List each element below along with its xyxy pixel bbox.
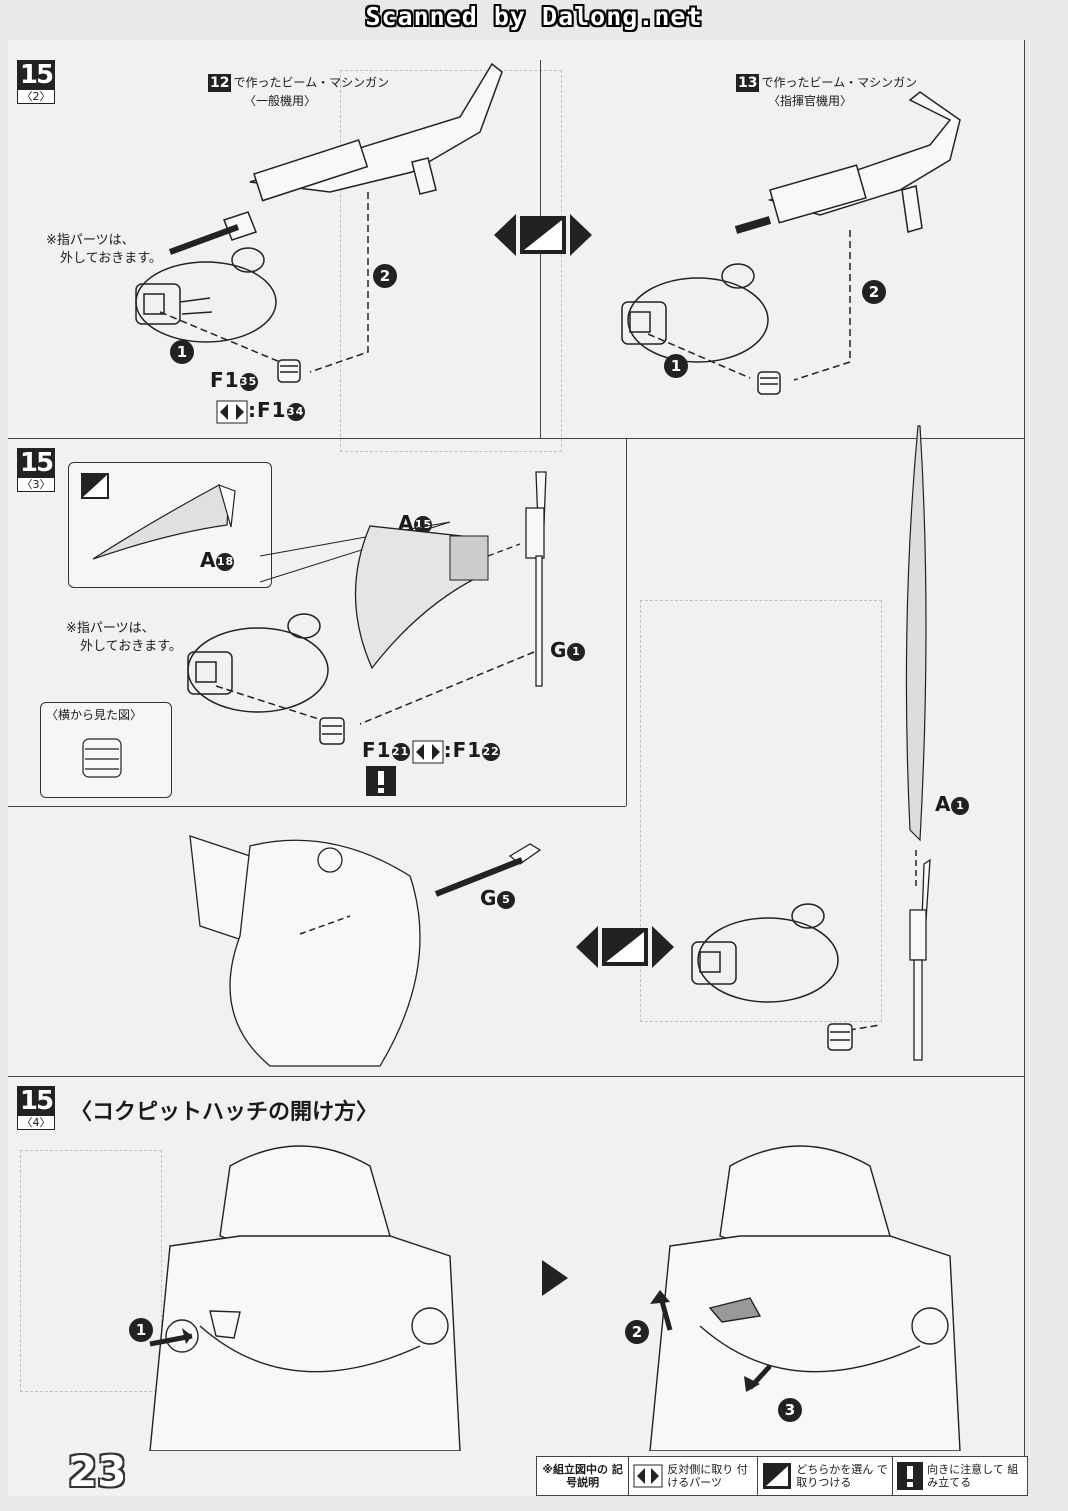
legend-item-opposite-side: 反対側に取り 付けるパーツ bbox=[629, 1457, 759, 1495]
side-view-inset bbox=[40, 702, 172, 798]
symbol-legend: ※組立図中の 記号説明 反対側に取り 付けるパーツ どちらかを選ん で取りつける… bbox=[536, 1456, 1028, 1496]
next-arrow-icon bbox=[542, 1260, 568, 1296]
orientation-caution-icon bbox=[366, 766, 396, 796]
ref-step-number: 13 bbox=[736, 74, 760, 92]
finger-note: 外しておきます。 bbox=[80, 639, 182, 654]
part-code: :F1 bbox=[443, 738, 483, 762]
section-title: 〈コクピットハッチの開け方〉 bbox=[70, 1100, 379, 1125]
step-badge: 15 〈2〉 bbox=[17, 60, 55, 104]
effect-part-drawing bbox=[81, 473, 236, 560]
long-blade-drawing bbox=[905, 425, 931, 1061]
step-number: 15 bbox=[17, 60, 55, 90]
side-view-drawing bbox=[82, 738, 122, 778]
order-2-badge: 2 bbox=[373, 264, 397, 288]
step-number: 15 bbox=[17, 448, 55, 478]
rifle-assembly-drawing-right bbox=[621, 91, 961, 395]
order-3-badge: 3 bbox=[778, 1398, 802, 1422]
axe-assembly-drawing bbox=[187, 471, 547, 745]
step-badge: 15 〈4〉 bbox=[17, 1086, 55, 1130]
part-number-circle: 22 bbox=[482, 742, 501, 761]
column-divider bbox=[626, 438, 627, 806]
step-sub: 〈3〉 bbox=[17, 478, 55, 492]
bleed-through-panel bbox=[20, 1150, 162, 1392]
caption-line: で作ったビーム・マシンガン bbox=[761, 75, 918, 90]
part-label: F135 bbox=[210, 368, 258, 392]
section-divider bbox=[8, 438, 1024, 439]
opposite-side-icon bbox=[412, 740, 444, 763]
scan-banner: Scanned by Dalong.net bbox=[365, 2, 703, 31]
legend-text: 反対側に取り 付けるパーツ bbox=[667, 1463, 748, 1489]
part-code: :F1 bbox=[248, 398, 287, 422]
page-edge bbox=[1024, 40, 1025, 1496]
zaku-hatch-open-drawing bbox=[649, 1145, 961, 1451]
part-number-circle: 21 bbox=[391, 742, 410, 761]
part-code: G bbox=[480, 886, 498, 910]
caption-sub: 〈一般機用〉 bbox=[244, 94, 317, 108]
opposite-side-icon bbox=[216, 400, 248, 423]
part-number-circle: 34 bbox=[286, 402, 305, 421]
hand-blade-drawing bbox=[691, 903, 880, 1051]
order-2-badge: 2 bbox=[625, 1320, 649, 1344]
legend-text: どちらかを選ん で取りつける bbox=[796, 1463, 888, 1489]
part-label: A18 bbox=[200, 548, 235, 572]
part-number-circle: 1 bbox=[951, 796, 970, 815]
part-code: A bbox=[200, 548, 217, 572]
finger-note: ※指パーツは、 bbox=[66, 621, 155, 636]
opposite-side-icon bbox=[633, 1464, 663, 1488]
step-sub: 〈4〉 bbox=[17, 1116, 55, 1130]
page-number: 23 bbox=[68, 1447, 127, 1496]
part-label-alt: :F134 bbox=[216, 398, 305, 424]
alt-part-inset bbox=[68, 462, 272, 588]
ref-step-number: 12 bbox=[208, 74, 232, 92]
step-number: 15 bbox=[17, 1086, 55, 1116]
rifle-assembly-drawing-left bbox=[135, 62, 503, 383]
choose-one-icon bbox=[576, 926, 674, 968]
part-label: F121 :F122 bbox=[362, 738, 501, 764]
orientation-caution-icon bbox=[897, 1462, 924, 1490]
part-number-circle: 1 bbox=[567, 642, 586, 661]
order-1-badge: 1 bbox=[664, 354, 688, 378]
side-view-label: 〈横から見た図〉 bbox=[46, 708, 143, 722]
part-code: A bbox=[935, 792, 952, 816]
order-2-badge: 2 bbox=[862, 280, 886, 304]
legend-item-orientation: 向きに注意して 組み立てる bbox=[893, 1457, 1027, 1495]
choose-one-icon bbox=[494, 214, 592, 256]
caption-sub: 〈指揮官機用〉 bbox=[768, 94, 853, 108]
caption-line: で作ったビーム・マシンガン bbox=[233, 75, 390, 90]
legend-text: 向きに注意して 組み立てる bbox=[927, 1463, 1019, 1489]
order-1-badge: 1 bbox=[170, 340, 194, 364]
section-divider bbox=[8, 1076, 1024, 1077]
zaku-hatch-closed-drawing bbox=[149, 1145, 461, 1451]
part-number-circle: 18 bbox=[216, 552, 235, 571]
section-divider bbox=[8, 806, 626, 807]
finger-note: ※指パーツは、 bbox=[46, 233, 135, 248]
body-attach-drawing bbox=[189, 835, 542, 1067]
part-number-circle: 5 bbox=[497, 890, 516, 909]
step-sub: 〈2〉 bbox=[17, 90, 55, 104]
step-badge: 15 〈3〉 bbox=[17, 448, 55, 492]
part-code: F1 bbox=[210, 368, 240, 392]
finger-note: 外しておきます。 bbox=[60, 251, 162, 266]
part-code: G bbox=[550, 638, 568, 662]
bleed-through-panel bbox=[340, 70, 562, 452]
choose-one-icon bbox=[763, 1463, 792, 1489]
part-code: F1 bbox=[362, 738, 392, 762]
order-1-badge: 1 bbox=[129, 1318, 153, 1342]
legend-title: ※組立図中の 記号説明 bbox=[537, 1457, 630, 1495]
bleed-through-panel bbox=[640, 600, 882, 1022]
part-number-circle: 35 bbox=[239, 372, 258, 391]
legend-item-choose-one: どちらかを選ん で取りつける bbox=[758, 1457, 894, 1495]
